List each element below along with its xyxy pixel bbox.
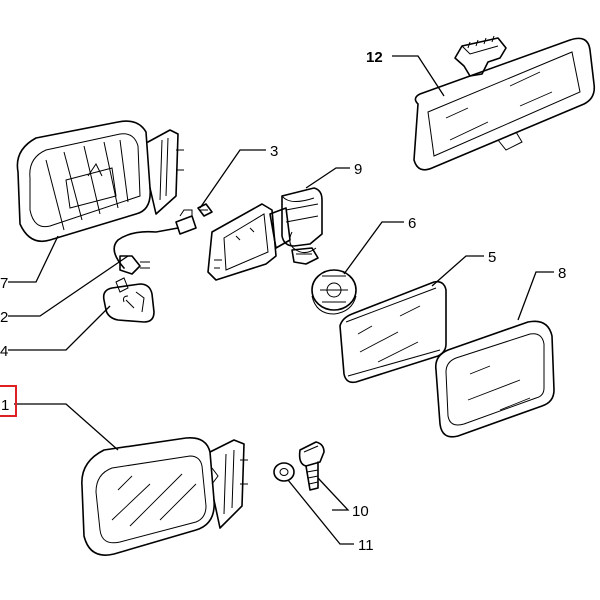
interior-mirror-part xyxy=(413,35,596,171)
leader-lines xyxy=(8,55,554,545)
complete-mirror-part xyxy=(81,436,248,556)
callout-11[interactable]: 11 xyxy=(358,537,374,554)
mirror-frame-part xyxy=(434,320,555,438)
callout-1-highlight-box xyxy=(0,385,17,417)
callout-4[interactable]: 4 xyxy=(0,343,8,360)
washer-part xyxy=(273,462,295,482)
callout-8[interactable]: 8 xyxy=(558,265,566,282)
cable-part xyxy=(113,209,197,275)
callout-9[interactable]: 9 xyxy=(354,161,362,178)
actuator-motor-part xyxy=(207,187,323,281)
adjuster-knob-part xyxy=(311,269,357,315)
screw-part xyxy=(298,441,325,491)
callout-1[interactable]: 1 xyxy=(1,397,9,414)
callout-7[interactable]: 7 xyxy=(0,275,8,292)
callout-2[interactable]: 2 xyxy=(0,309,8,326)
callout-3[interactable]: 3 xyxy=(270,143,278,160)
callout-6[interactable]: 6 xyxy=(408,215,416,232)
clip-part xyxy=(197,203,213,217)
mirror-housing-part xyxy=(16,120,184,243)
plate-part xyxy=(102,277,155,323)
mirror-glass-part xyxy=(339,280,447,384)
callout-12[interactable]: 12 xyxy=(366,49,383,66)
callout-10[interactable]: 10 xyxy=(352,503,369,520)
callout-5[interactable]: 5 xyxy=(488,249,496,266)
callout-labels: 12 7 2 3 4 9 6 5 8 1 10 11 xyxy=(0,49,566,554)
